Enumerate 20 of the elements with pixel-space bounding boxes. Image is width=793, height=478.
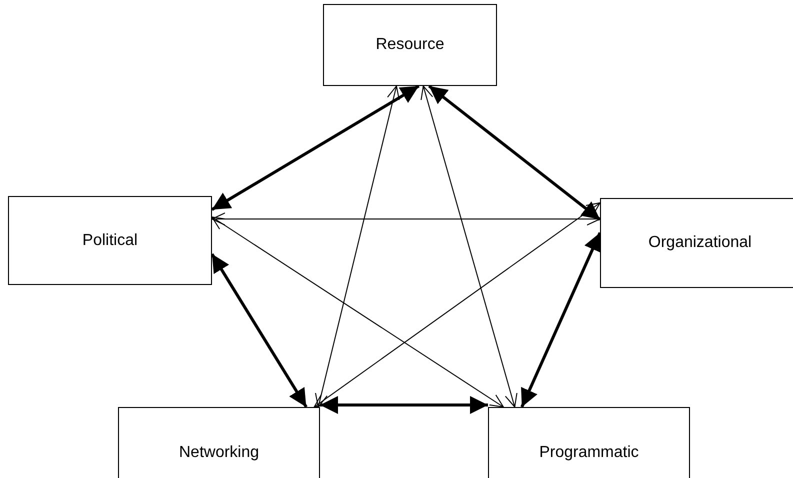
category-box: [488, 407, 690, 478]
double-arrow: [211, 84, 420, 211]
double-arrow: [315, 86, 400, 408]
double-arrow: [314, 202, 600, 408]
box-label: Networking: [178, 444, 260, 462]
box-label: Programmatic: [539, 444, 639, 462]
double-arrow: [420, 86, 518, 408]
box-label: Resource: [376, 36, 444, 54]
category-box: [600, 198, 793, 288]
double-arrow: [212, 212, 600, 226]
double-arrow: [520, 232, 602, 408]
box-label: Political: [82, 232, 138, 250]
double-arrow: [212, 216, 504, 408]
box-label: Organizational: [648, 234, 752, 252]
double-arrow: [428, 84, 601, 221]
double-arrow: [320, 396, 488, 414]
category-box: [8, 196, 212, 285]
category-box: [118, 407, 320, 478]
category-box: [323, 4, 497, 86]
double-arrow: [210, 253, 308, 408]
